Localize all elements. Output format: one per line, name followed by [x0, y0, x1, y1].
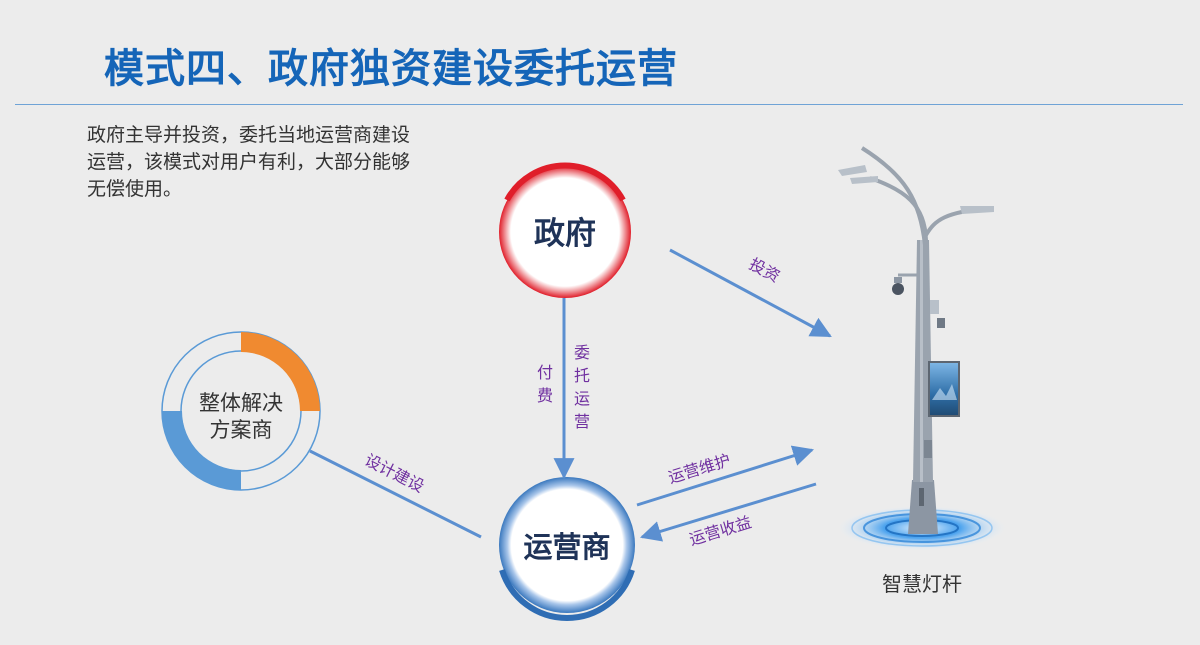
operator-label: 运营商 — [523, 530, 610, 564]
solution-provider-label-1: 整体解决 — [199, 391, 283, 415]
design-build-label: 设计建设 — [362, 450, 428, 496]
smart-pole-label: 智慧灯杆 — [882, 568, 962, 597]
pay-label-1: 付 — [537, 363, 553, 382]
operator-node: 运营商 — [499, 477, 635, 618]
entrust-label-2: 托 — [574, 366, 590, 385]
solution-provider-label-2: 方案商 — [210, 418, 273, 442]
operate-maintain-label: 运营维护 — [666, 450, 733, 487]
operate-revenue-label: 运营收益 — [687, 512, 754, 549]
entrust-label-1: 委 — [574, 343, 590, 362]
solution-provider-node: 整体解决 方案商 — [162, 332, 320, 490]
government-label: 政府 — [534, 216, 596, 252]
entrust-label-3: 运 — [574, 389, 590, 408]
invest-label: 投资 — [746, 254, 783, 286]
smart-pole-icon — [838, 148, 1006, 550]
entrust-label-4: 营 — [574, 412, 590, 431]
pay-label-2: 费 — [537, 386, 553, 405]
government-node: 政府 — [499, 165, 631, 298]
pole-screen — [929, 362, 959, 416]
